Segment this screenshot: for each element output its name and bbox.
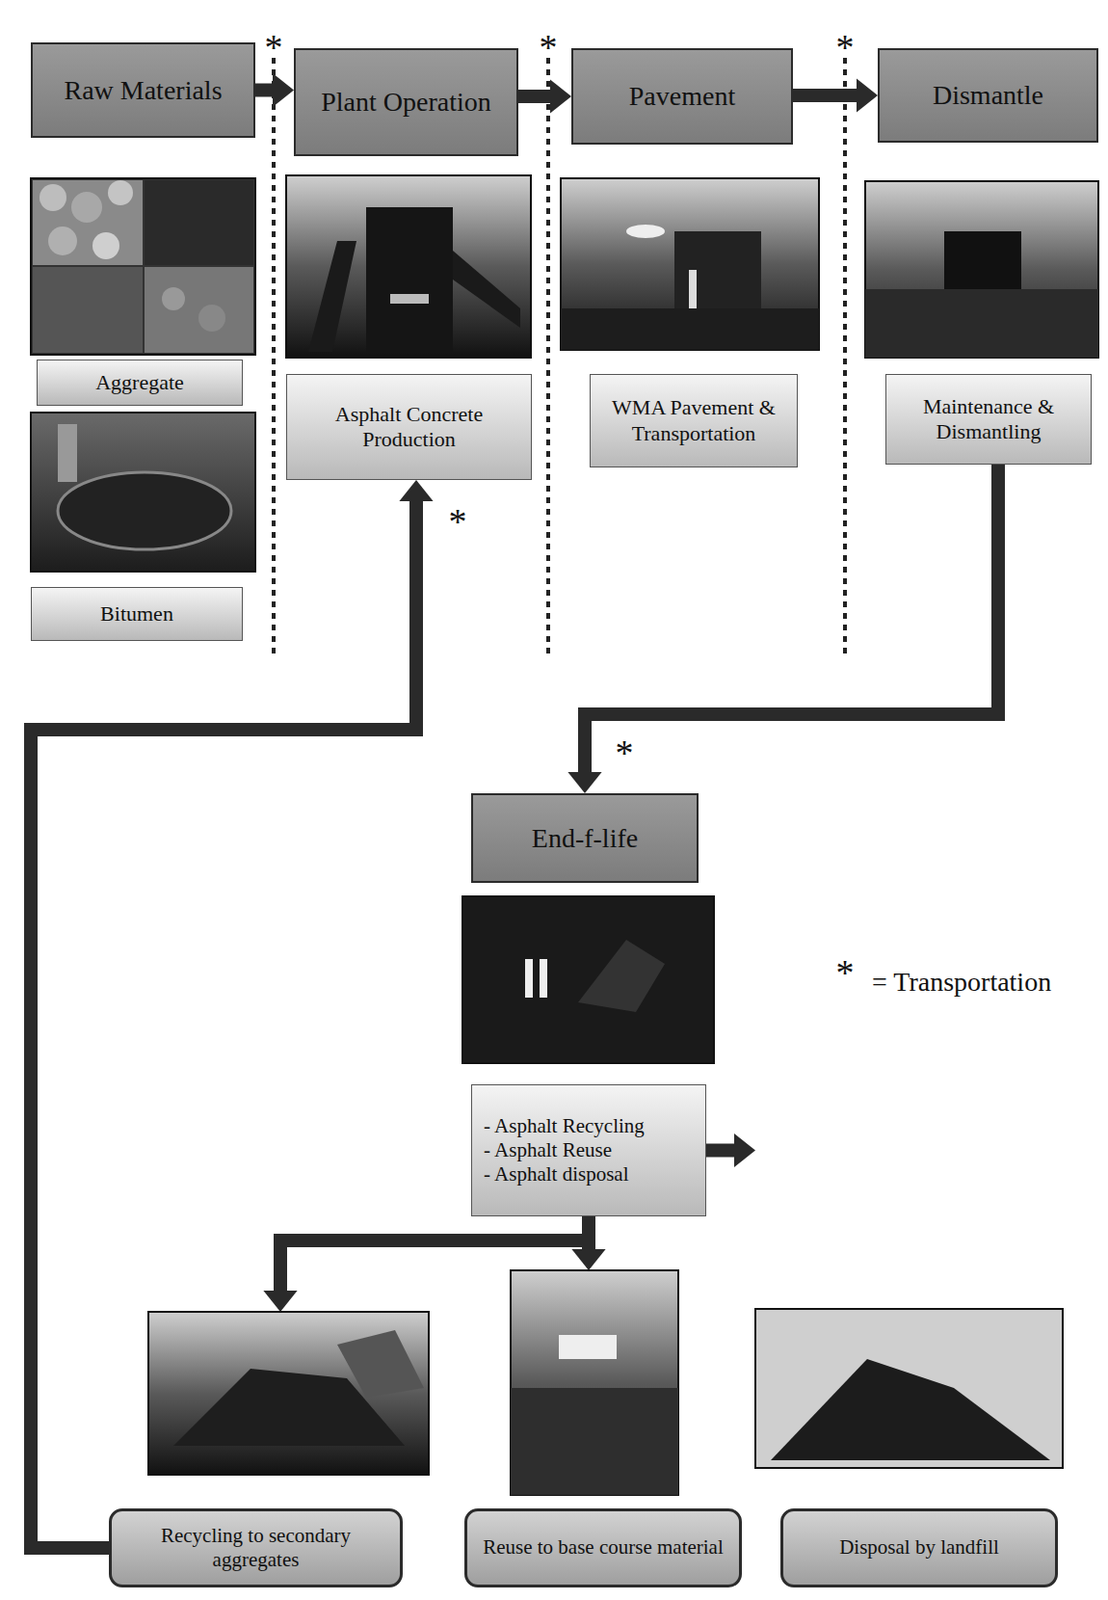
flow-line (518, 89, 553, 104)
option-list: - Asphalt Recycling- Asphalt Reuse- Asph… (471, 1083, 707, 1216)
separator-line (271, 57, 276, 659)
flow-line (581, 1215, 596, 1251)
process-box: Asphalt Concrete Production (286, 373, 532, 480)
end-of-life-photo (462, 896, 714, 1063)
node-text: - Asphalt disposal (483, 1161, 630, 1187)
node-text: Reuse to base course material (482, 1534, 724, 1559)
separator-line (546, 57, 551, 659)
outcome-box: Recycling to secondary aggregates (108, 1311, 429, 1587)
stage-box: Raw Materials (30, 42, 256, 138)
flow-line (30, 499, 417, 1548)
outcome-label: Reuse to base course material (464, 1507, 742, 1587)
outcome-box: Disposal by landfill (755, 1308, 1063, 1587)
node-text: WMA Pavement & Transportation (598, 395, 790, 447)
pavement-photo (560, 178, 819, 350)
flow-line (584, 464, 999, 774)
node-text: Recycling to secondary aggregates (121, 1523, 391, 1572)
process-box: Maintenance & Dismantling (885, 373, 1092, 465)
stage-box: Pavement (571, 48, 793, 145)
node-text: Asphalt Concrete Production (294, 401, 524, 453)
transport-mark: * (615, 734, 634, 771)
process-box: WMA Pavement & Transportation (589, 373, 798, 468)
flow-line (280, 1215, 589, 1293)
transport-mark: * (539, 28, 558, 66)
node-text: Aggregate (95, 369, 185, 396)
material-box: Bitumen (30, 586, 243, 641)
arrow-head (567, 771, 602, 793)
flow-arrow (518, 79, 572, 113)
reuse-photo (510, 1269, 679, 1495)
flow-arrow (706, 1133, 756, 1167)
aggregate-photo (30, 178, 256, 355)
node-text: Maintenance & Dismantling (894, 394, 1083, 446)
recycling-photo (148, 1311, 429, 1475)
arrow-head (263, 1290, 297, 1312)
node-text: Dismantle (932, 79, 1044, 112)
flow-arrow (567, 464, 999, 793)
flow-arrow (30, 479, 434, 1548)
node-text: - Asphalt Reuse (483, 1137, 612, 1162)
arrow-head (398, 479, 433, 502)
transport-mark: * (448, 502, 468, 540)
node-text: Pavement (629, 79, 736, 113)
flow-arrow (792, 78, 878, 112)
transport-mark: * (264, 28, 284, 66)
bitumen-photo (30, 412, 256, 572)
legend-text: = Transportation (871, 966, 1052, 998)
flow-arrow (263, 1215, 589, 1312)
stage-box: Dismantle (877, 48, 1099, 143)
arrow-head (550, 79, 572, 113)
flow-arrow (571, 1215, 606, 1270)
node-text: - Asphalt Recycling (483, 1113, 645, 1138)
outcome-label: Recycling to secondary aggregates (108, 1507, 403, 1587)
plant-photo (286, 175, 531, 358)
flow-line (706, 1143, 737, 1158)
arrow-head (571, 1248, 606, 1270)
arrow-head (734, 1133, 756, 1167)
node-text: Raw Materials (63, 74, 222, 107)
dismantle-photo (865, 181, 1099, 358)
separator-line (843, 57, 847, 659)
arrow-head (272, 73, 294, 107)
disposal-photo (755, 1308, 1063, 1468)
flow-arrow (255, 73, 294, 107)
stage-box: End-f-life (471, 792, 699, 883)
arrow-head (856, 78, 878, 112)
outcome-box: Reuse to base course material (464, 1269, 742, 1587)
stage-box: Plant Operation (293, 48, 519, 157)
flow-line (792, 88, 859, 103)
transport-mark: * (836, 953, 855, 991)
transport-mark: * (836, 28, 855, 66)
node-text: Disposal by landfill (839, 1534, 1000, 1559)
outcome-label: Disposal by landfill (780, 1507, 1058, 1587)
flow-line (255, 83, 275, 98)
node-text: Plant Operation (320, 85, 492, 119)
material-box: Aggregate (36, 359, 243, 406)
node-text: Bitumen (100, 601, 174, 627)
node-text: End-f-life (531, 821, 638, 855)
